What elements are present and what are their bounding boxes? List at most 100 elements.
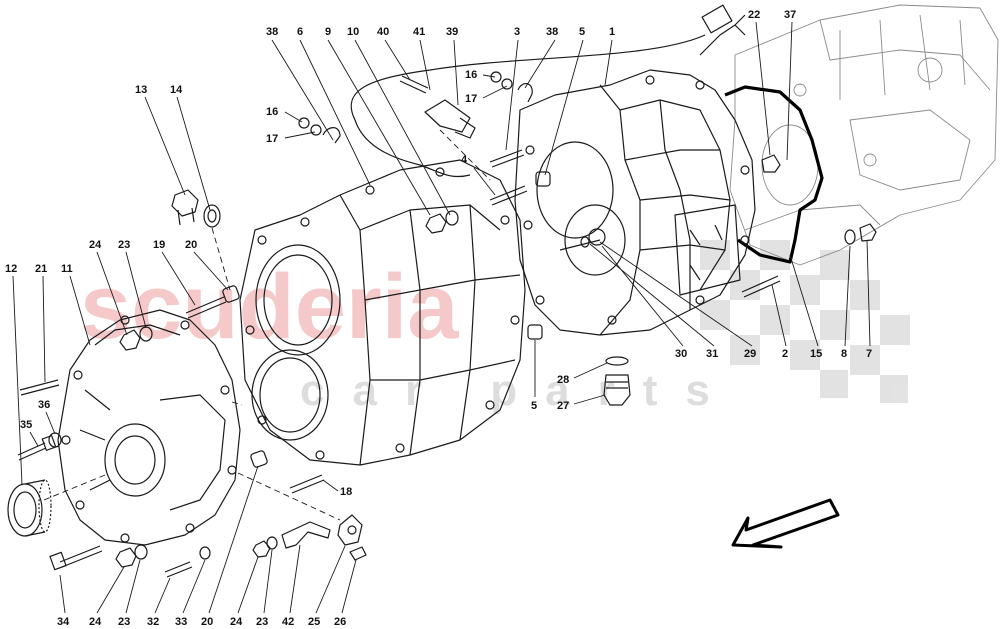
bolt-34 bbox=[59, 545, 103, 568]
nut-24c bbox=[252, 540, 271, 558]
label-5: 5 bbox=[579, 26, 585, 38]
washer-10 bbox=[445, 210, 459, 226]
stud-18 bbox=[289, 474, 325, 494]
bolt-29 bbox=[559, 239, 601, 251]
label-4: 4 bbox=[461, 154, 468, 166]
parts bbox=[7, 4, 999, 578]
label-9: 9 bbox=[325, 26, 331, 38]
plug-13 bbox=[171, 189, 199, 226]
callout-labels: 38 6 9 10 40 41 39 3 38 5 1 22 37 13 14 … bbox=[5, 9, 872, 628]
label-5: 5 bbox=[531, 400, 537, 412]
label-36: 36 bbox=[38, 399, 50, 411]
stud-21 bbox=[19, 379, 60, 396]
washer-30 bbox=[588, 228, 606, 246]
washer-17a bbox=[310, 124, 322, 136]
sensor-39 bbox=[424, 99, 476, 139]
label-8: 8 bbox=[841, 348, 847, 360]
label-20: 20 bbox=[201, 616, 213, 628]
label-17: 17 bbox=[465, 93, 477, 105]
label-17: 17 bbox=[266, 133, 278, 145]
label-12: 12 bbox=[5, 263, 17, 275]
label-39: 39 bbox=[446, 26, 458, 38]
stud-4 bbox=[489, 185, 528, 206]
bushing-5a bbox=[535, 171, 551, 187]
label-29: 29 bbox=[744, 348, 756, 360]
label-40: 40 bbox=[377, 26, 389, 38]
label-20: 20 bbox=[185, 239, 197, 251]
washer-8 bbox=[844, 229, 856, 245]
bushing-5b bbox=[527, 324, 543, 340]
label-24: 24 bbox=[89, 616, 102, 628]
bolt-26 bbox=[349, 546, 367, 561]
label-2: 2 bbox=[782, 348, 788, 360]
label-3: 3 bbox=[514, 26, 520, 38]
label-35: 35 bbox=[20, 419, 32, 431]
label-18: 18 bbox=[340, 486, 352, 498]
stud-3 bbox=[489, 149, 525, 168]
label-33: 33 bbox=[175, 616, 187, 628]
washer-23c bbox=[266, 536, 278, 550]
clamp-38a bbox=[322, 127, 341, 144]
stud-2 bbox=[741, 275, 781, 298]
alignment-lines bbox=[43, 129, 491, 521]
label-11: 11 bbox=[61, 263, 73, 275]
washer-31 bbox=[580, 236, 590, 248]
label-34: 34 bbox=[57, 616, 70, 628]
label-28: 28 bbox=[557, 374, 569, 386]
label-14: 14 bbox=[170, 84, 183, 96]
small-fasteners bbox=[48, 71, 877, 568]
gasket-15 bbox=[724, 85, 824, 264]
washer-14 bbox=[203, 204, 221, 228]
intermediate-housing-6 bbox=[239, 159, 526, 466]
label-38: 38 bbox=[266, 26, 278, 38]
studs-and-bolts bbox=[17, 75, 781, 578]
nut-24b bbox=[115, 547, 137, 568]
label-13: 13 bbox=[135, 84, 147, 96]
watermark-brand: scuderia bbox=[80, 256, 459, 358]
bushing-20b bbox=[250, 450, 268, 468]
rear-housing-1 bbox=[350, 4, 756, 336]
label-24: 24 bbox=[230, 616, 243, 628]
label-10: 10 bbox=[347, 26, 359, 38]
watermark-subtitle: car parts bbox=[300, 366, 738, 415]
checkered-flag-watermark bbox=[700, 240, 910, 403]
bolt-35 bbox=[17, 442, 47, 461]
washer-17b bbox=[501, 78, 513, 90]
label-16: 16 bbox=[465, 69, 477, 81]
label-6: 6 bbox=[297, 26, 303, 38]
washer-33 bbox=[199, 546, 211, 560]
bolt-32 bbox=[164, 561, 193, 578]
sensor-cable-39 bbox=[350, 34, 706, 178]
label-27: 27 bbox=[557, 400, 569, 412]
label-30: 30 bbox=[675, 348, 687, 360]
label-26: 26 bbox=[334, 616, 346, 628]
label-38: 38 bbox=[546, 26, 558, 38]
seal-12 bbox=[7, 479, 52, 537]
label-41: 41 bbox=[413, 26, 425, 38]
label-23: 23 bbox=[118, 239, 130, 251]
nut-24a bbox=[119, 329, 141, 351]
clamp-38b bbox=[517, 83, 533, 103]
label-32: 32 bbox=[147, 616, 159, 628]
label-22: 22 bbox=[748, 9, 760, 21]
label-15: 15 bbox=[810, 348, 822, 360]
clip-25 bbox=[337, 514, 363, 546]
washer-28 bbox=[605, 356, 629, 366]
nut-22 bbox=[761, 154, 781, 173]
bracket-42 bbox=[281, 521, 331, 549]
washer-16a bbox=[298, 117, 310, 129]
label-16: 16 bbox=[266, 106, 278, 118]
label-24: 24 bbox=[89, 239, 102, 251]
label-23: 23 bbox=[256, 616, 268, 628]
washer-16b bbox=[490, 71, 502, 83]
leader-lines bbox=[12, 21, 871, 614]
watermark: scuderia car parts bbox=[80, 240, 910, 415]
front-cover-11 bbox=[57, 309, 241, 546]
label-23: 23 bbox=[118, 616, 130, 628]
label-21: 21 bbox=[35, 263, 47, 275]
label-19: 19 bbox=[153, 239, 165, 251]
nut-7 bbox=[859, 223, 877, 242]
washer-23b bbox=[134, 544, 148, 560]
